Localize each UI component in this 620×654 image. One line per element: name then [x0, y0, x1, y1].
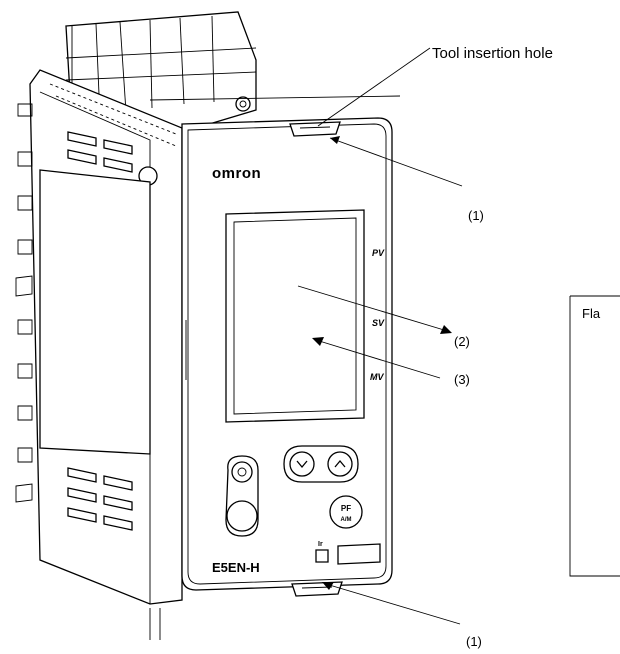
- ir-label: Ir: [318, 541, 323, 548]
- top-ref-label: (1): [468, 208, 484, 223]
- controller-housing: [15, 11, 401, 640]
- display-ref-label: (2): [454, 334, 470, 349]
- display-ref-3-leader: [315, 339, 441, 379]
- arrow-head: [440, 325, 452, 334]
- brand-logo: omron: [212, 165, 261, 182]
- bottom-ref-label: (1): [466, 634, 482, 649]
- model-name: E5EN-H: [212, 560, 260, 575]
- mode-key-group: [225, 455, 259, 537]
- indicator-pv: PV: [372, 248, 385, 258]
- callouts: Tool insertion hole (1) (2) (3) (1): [297, 45, 553, 649]
- pf-key[interactable]: PF A/M: [329, 495, 363, 529]
- pf-key-sublabel: A/M: [341, 517, 352, 523]
- tool-hole-label: Tool insertion hole: [432, 45, 553, 62]
- arrow-head: [330, 136, 340, 144]
- display-window: [225, 209, 365, 423]
- chevron-up-icon: [334, 459, 346, 468]
- side-note-text: Fla: [582, 306, 601, 321]
- arrow-head: [312, 337, 324, 346]
- arrow-key-group: [283, 445, 359, 483]
- top-ref-leader: [329, 137, 463, 187]
- up-key[interactable]: [327, 451, 353, 477]
- indicator-mv: MV: [370, 372, 384, 382]
- arrow-head: [322, 582, 334, 590]
- display-ref-leader: [297, 285, 445, 331]
- indicator-sv: SV: [372, 318, 385, 328]
- down-key[interactable]: [289, 451, 315, 477]
- front-panel: omron PV SV MV PF A/M: [181, 117, 393, 597]
- ir-port: [315, 549, 329, 563]
- side-note-box: Fla: [569, 295, 620, 577]
- mode-key[interactable]: [226, 500, 258, 532]
- display-ref-3-label: (3): [454, 372, 470, 387]
- label-plate: [337, 543, 381, 565]
- pf-key-label: PF: [341, 504, 351, 513]
- bottom-ref-leader: [325, 583, 461, 625]
- tool-hole-leader: [317, 47, 431, 127]
- chevron-down-icon: [296, 460, 308, 469]
- level-key[interactable]: [231, 461, 253, 483]
